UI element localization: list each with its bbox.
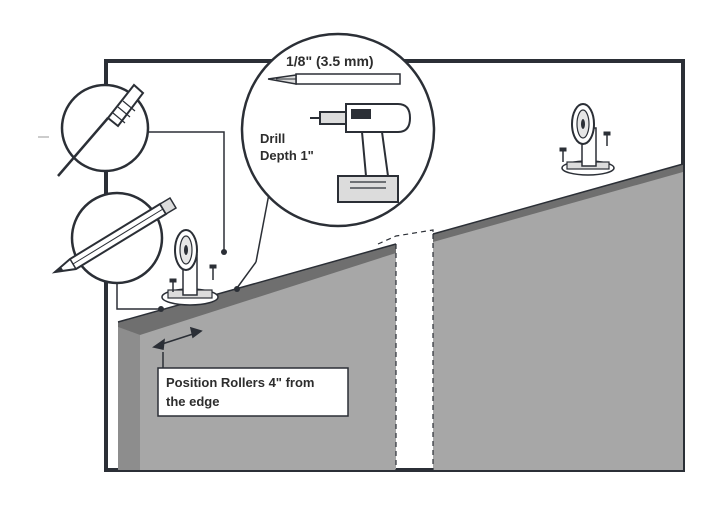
drill-depth-label-line2: Depth 1": [260, 148, 314, 163]
drill-icon: [310, 103, 412, 203]
screwdriver-callout: [57, 83, 150, 177]
drill-bit-size-label: 1/8" (3.5 mm): [286, 53, 374, 69]
drill-depth-label-line1: Drill: [260, 131, 285, 146]
position-label-line1: Position Rollers 4" from: [166, 375, 314, 390]
position-arrows: [152, 326, 203, 350]
roller-bracket-right: [559, 103, 615, 176]
position-label-line2: the edge: [166, 394, 219, 409]
position-callout: Position Rollers 4" from the edge: [157, 352, 349, 417]
screw-icon: [169, 264, 217, 292]
screwdriver-icon: [57, 83, 145, 177]
door-break-dashes: [377, 229, 434, 470]
pencil-callout: [51, 191, 178, 285]
mark-dots: [158, 249, 240, 312]
drill-callout: 1/8" (3.5 mm) Drill Depth 1": [240, 32, 436, 228]
door-right-panel: [432, 163, 684, 470]
pencil-icon: [51, 196, 178, 274]
drill-bit-icon: [267, 73, 401, 85]
roller-bracket-left: [161, 229, 219, 306]
